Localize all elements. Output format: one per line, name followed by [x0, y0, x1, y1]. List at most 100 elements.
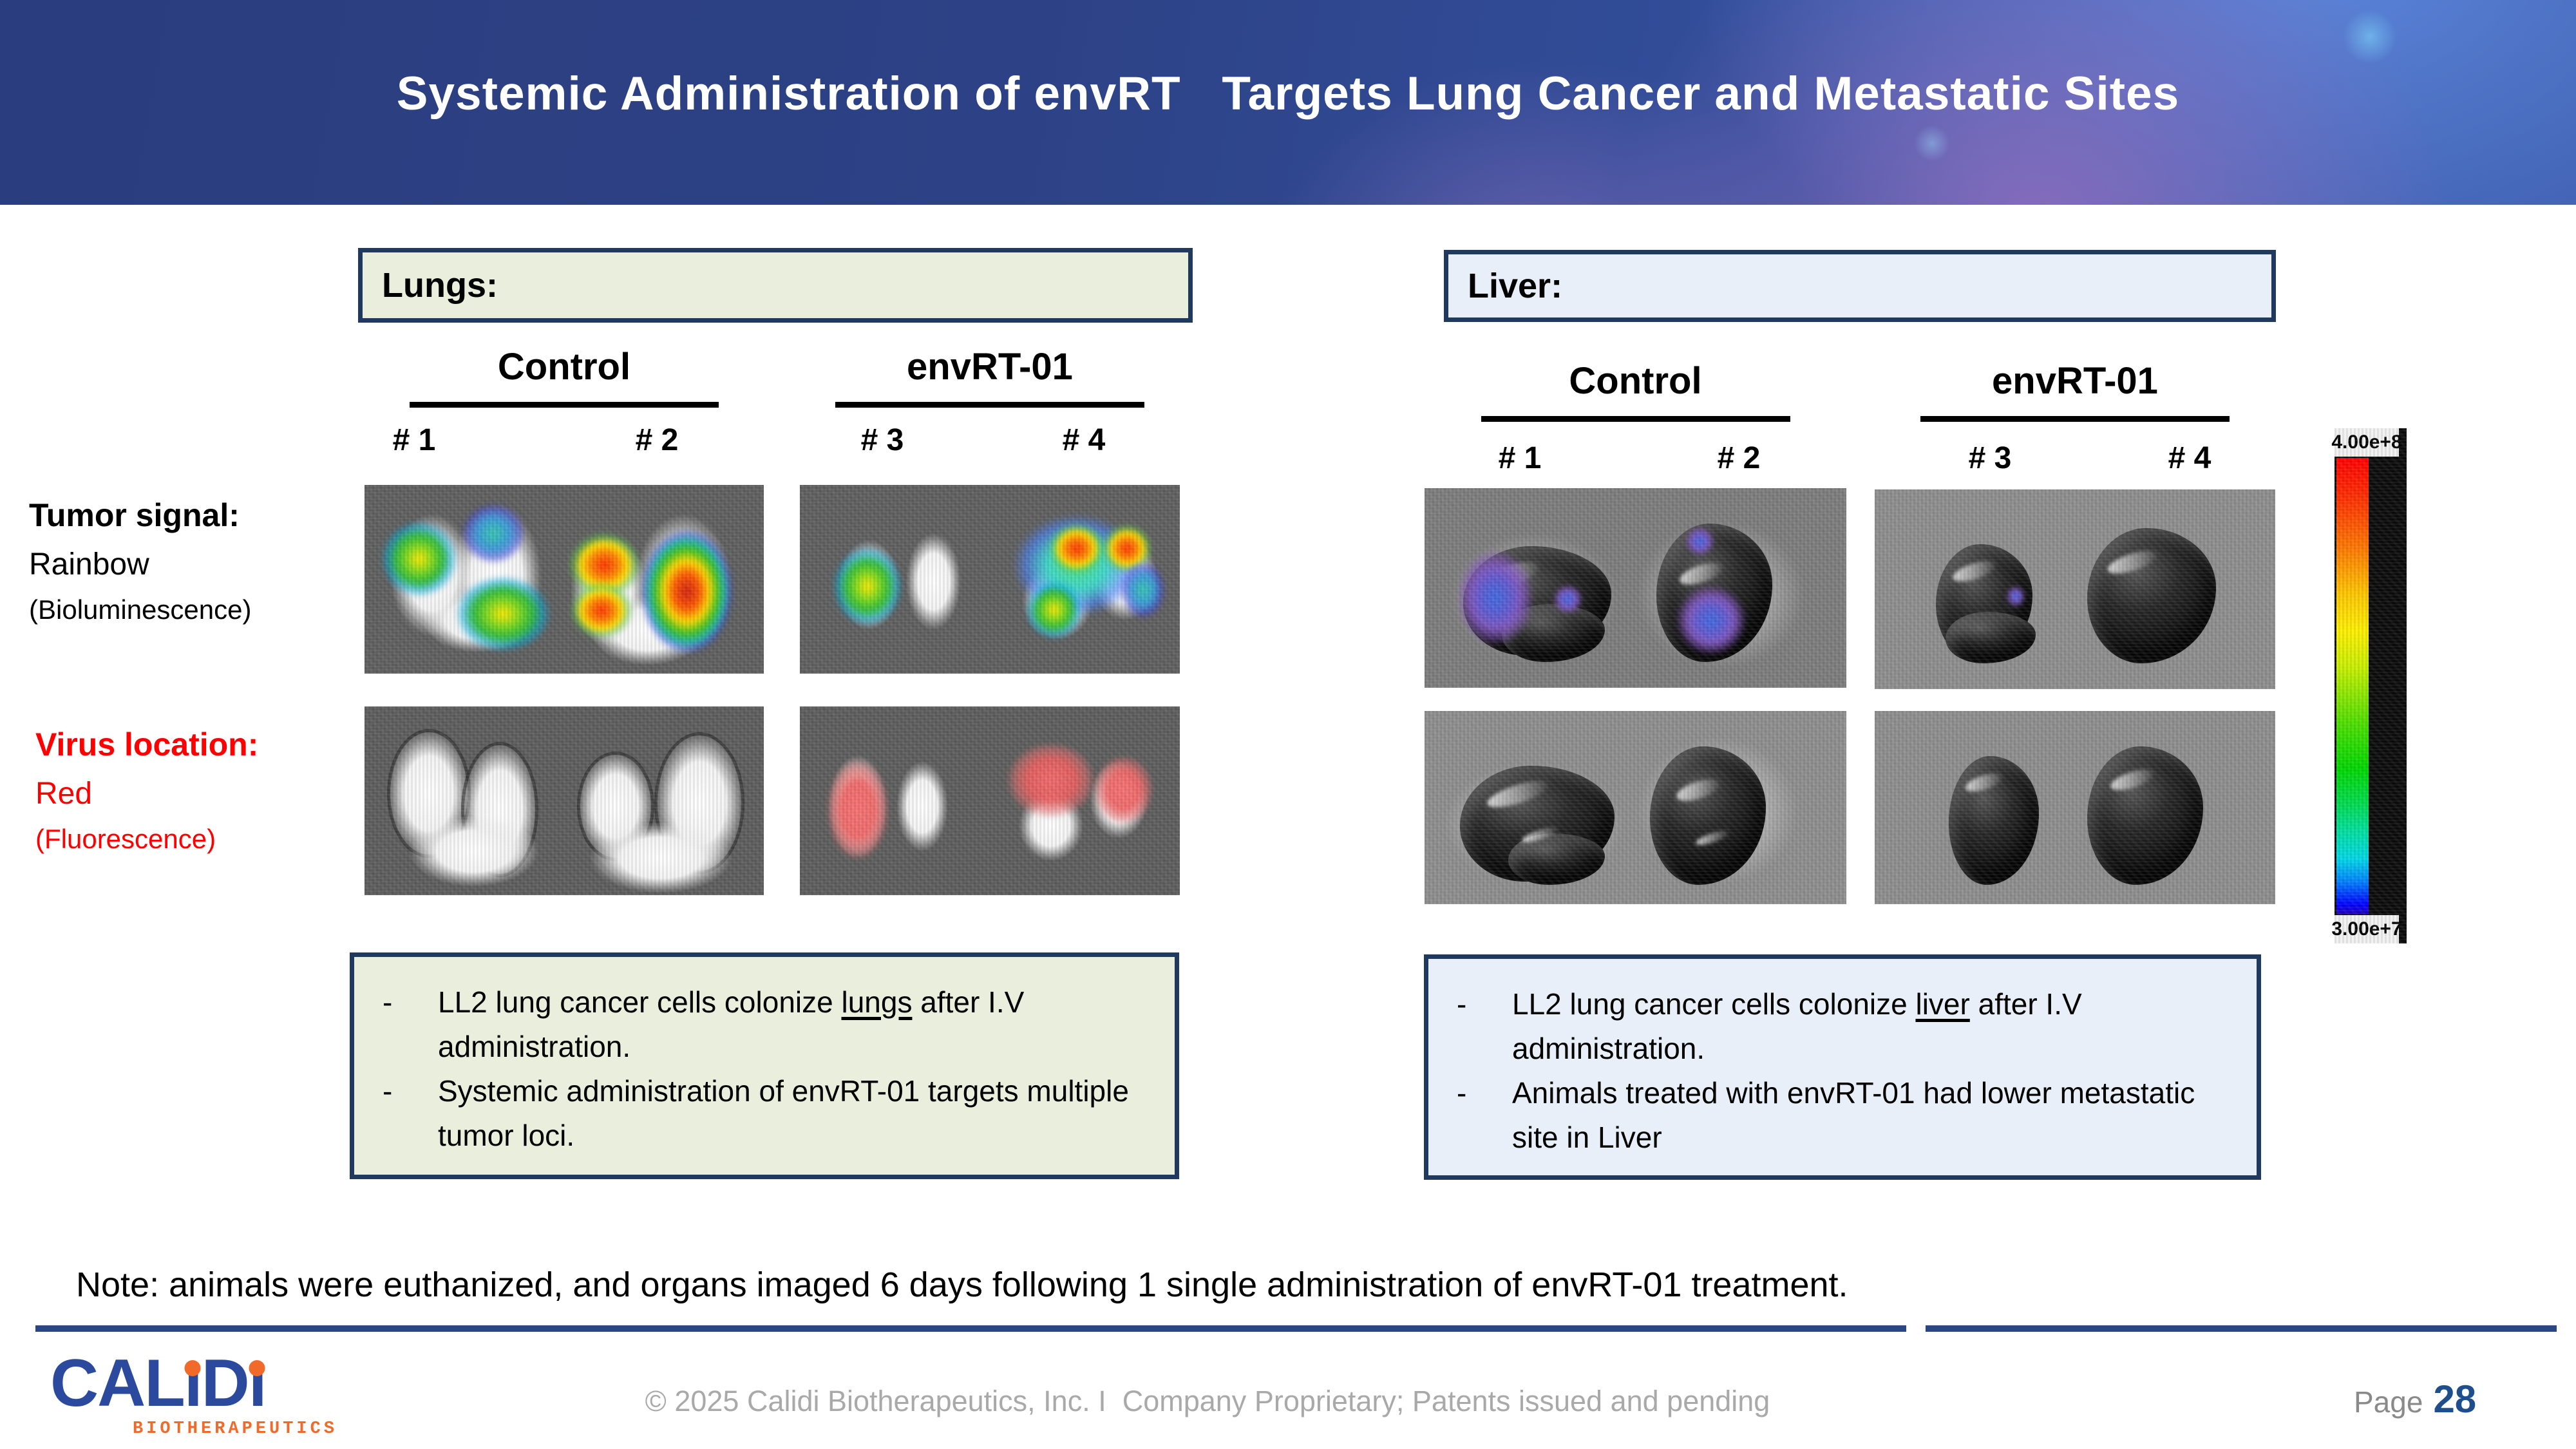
- logo-letters: D: [201, 1346, 250, 1421]
- liver-tumor-control-image: [1425, 488, 1846, 688]
- title-banner: Systemic Administration of envRT Targets…: [0, 0, 2576, 205]
- lungs-virus-envrt-image: [800, 706, 1180, 895]
- lungs-sample-3: # 3: [860, 423, 904, 457]
- bottom-note: Note: animals were euthanized, and organ…: [76, 1265, 1848, 1304]
- liver-note-2-text: Animals treated with envRT-01 had lower …: [1512, 1071, 2228, 1160]
- colorbar-max-label: 4.00e+8: [2331, 428, 2402, 457]
- liver-organ: [2087, 528, 2216, 663]
- purple-signal-blob: [2007, 586, 2025, 607]
- heat-blob: [1048, 522, 1106, 575]
- lungs-note-2-text: Systemic administration of envRT-01 targ…: [438, 1069, 1146, 1158]
- purple-signal-blob: [1676, 585, 1747, 656]
- note-text: LL2 lung cancer cells colonize: [438, 985, 842, 1019]
- organ-blob: [896, 761, 948, 851]
- liver-envrt-header: envRT-01: [1992, 360, 2158, 402]
- page-indicator: Page 28: [2354, 1377, 2476, 1421]
- page-label: Page: [2354, 1385, 2423, 1419]
- purple-signal-blob: [1685, 527, 1714, 556]
- lungs-panel-label: Lungs:: [358, 248, 1193, 323]
- lungs-sample-2: # 2: [635, 423, 679, 457]
- liver-sample-1: # 1: [1498, 441, 1542, 475]
- orange-dot-icon: [249, 1360, 265, 1376]
- logo-letters: ı: [184, 1346, 203, 1421]
- footer-divider-right: [1926, 1325, 2557, 1332]
- tumor-signal-heading: Tumor signal:: [29, 497, 240, 533]
- note-text: LL2 lung cancer cells colonize: [1512, 987, 1916, 1021]
- logo-letter-i: ı: [184, 1350, 203, 1417]
- red-fluorescence-blob: [1006, 742, 1096, 819]
- page-number: 28: [2433, 1378, 2477, 1421]
- liver-sample-4: # 4: [2168, 441, 2211, 475]
- liver-control-underline: [1481, 416, 1790, 422]
- purple-signal-blob: [1457, 549, 1534, 646]
- note-text: Animals treated with envRT-01 had lower …: [1512, 1076, 2195, 1154]
- heat-blob: [569, 582, 634, 639]
- lungs-note-2: - Systemic administration of envRT-01 ta…: [383, 1069, 1146, 1158]
- organ-blob: [410, 816, 538, 887]
- heat-blob: [1121, 561, 1166, 619]
- liver-organ: [1946, 612, 2036, 663]
- red-fluorescence-blob: [1093, 755, 1154, 826]
- liver-panel-label-text: Liver:: [1468, 267, 1563, 305]
- footer-copyright: © 2025 Calidi Biotherapeutics, Inc. I Co…: [645, 1385, 1770, 1417]
- note-underlined-word: liver: [1915, 987, 1970, 1021]
- intensity-colorbar: 4.00e+8 3.00e+7: [2331, 428, 2407, 943]
- liver-note-1: - LL2 lung cancer cells colonize liver a…: [1457, 982, 2228, 1071]
- logo-letter-i: ı: [249, 1350, 267, 1417]
- lungs-control-header: Control: [497, 346, 631, 388]
- note-text: after I.V administration.: [438, 985, 1025, 1063]
- lungs-envrt-underline: [835, 402, 1144, 408]
- liver-virus-envrt-image: [1875, 711, 2275, 904]
- note-text: Systemic administration of envRT-01 targ…: [438, 1074, 1129, 1152]
- liver-sample-2: # 2: [1717, 441, 1761, 475]
- lungs-notes-box: - LL2 lung cancer cells colonize lungs a…: [350, 952, 1179, 1179]
- liver-note-2: - Animals treated with envRT-01 had lowe…: [1457, 1071, 2228, 1160]
- slide-title: Systemic Administration of envRT Targets…: [396, 68, 2180, 120]
- bullet-dash: -: [383, 1074, 393, 1108]
- tumor-signal-line2: Rainbow: [29, 547, 149, 582]
- lungs-virus-control-image: [365, 706, 764, 895]
- liver-note-1-text: LL2 lung cancer cells colonize liver aft…: [1512, 982, 2228, 1071]
- tumor-signal-line3: (Bioluminescence): [29, 594, 252, 625]
- note-underlined-word: lungs: [841, 985, 913, 1019]
- lungs-envrt-header: envRT-01: [907, 346, 1073, 388]
- purple-signal-blob: [1553, 585, 1582, 614]
- orange-dot-icon: [184, 1360, 201, 1376]
- virus-location-line3: (Fluorescence): [35, 823, 216, 854]
- liver-organ: [2087, 746, 2203, 885]
- lungs-sample-1: # 1: [392, 423, 436, 457]
- heat-blob: [832, 546, 903, 627]
- liver-envrt-underline: [1920, 416, 2230, 422]
- lungs-tumor-control-image: [365, 485, 764, 674]
- bullet-dash: -: [383, 985, 393, 1019]
- virus-location-line2: Red: [35, 776, 93, 811]
- heat-blob: [455, 575, 551, 652]
- logo-letters: CAL: [50, 1346, 185, 1421]
- colorbar-gradient: [2336, 458, 2369, 914]
- logo-letters: ı: [248, 1346, 267, 1421]
- lungs-sample-4: # 4: [1062, 423, 1106, 457]
- red-fluorescence-blob: [826, 758, 890, 861]
- liver-panel-label: Liver:: [1444, 250, 2276, 322]
- lungs-control-underline: [410, 402, 719, 408]
- lungs-tumor-envrt-image: [800, 485, 1180, 674]
- organ-blob: [590, 822, 732, 893]
- heat-blob: [461, 503, 526, 564]
- lungs-panel-label-text: Lungs:: [382, 266, 498, 305]
- liver-virus-control-image: [1425, 711, 1846, 904]
- virus-location-legend: Virus location: Red (Fluorescence): [35, 720, 258, 860]
- virus-location-heading: Virus location:: [35, 726, 259, 762]
- tumor-signal-legend: Tumor signal: Rainbow (Bioluminescence): [29, 491, 251, 630]
- heat-blob: [640, 529, 734, 654]
- bullet-dash: -: [1457, 987, 1467, 1021]
- heat-blob: [1025, 580, 1083, 639]
- lungs-note-1: - LL2 lung cancer cells colonize lungs a…: [383, 980, 1146, 1069]
- liver-notes-box: - LL2 lung cancer cells colonize liver a…: [1424, 954, 2261, 1180]
- bullet-dash: -: [1457, 1076, 1467, 1110]
- note-text: after I.V administration.: [1512, 987, 2082, 1065]
- footer-divider-left: [35, 1325, 1906, 1332]
- colorbar-min-label: 3.00e+7: [2331, 915, 2402, 943]
- organ-blob: [906, 533, 961, 630]
